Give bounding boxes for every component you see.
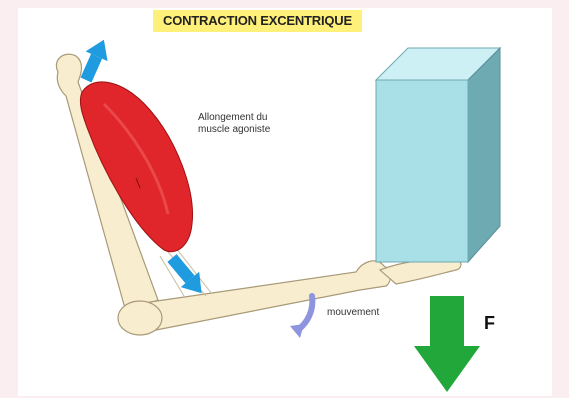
force-arrow-icon (414, 296, 480, 392)
movement-label: mouvement (327, 307, 379, 319)
weight-box (376, 48, 500, 262)
muscle-label-line-2: muscle agoniste (198, 124, 270, 136)
muscle-label-line-1: Allongement du (198, 112, 270, 124)
muscle-lengthening-label: Allongement du muscle agoniste (198, 112, 270, 136)
force-label: F (484, 313, 495, 334)
diagram-title: CONTRACTION EXCENTRIQUE (153, 10, 362, 32)
stretch-arrow-icon (75, 35, 115, 85)
elbow-joint (118, 301, 162, 335)
